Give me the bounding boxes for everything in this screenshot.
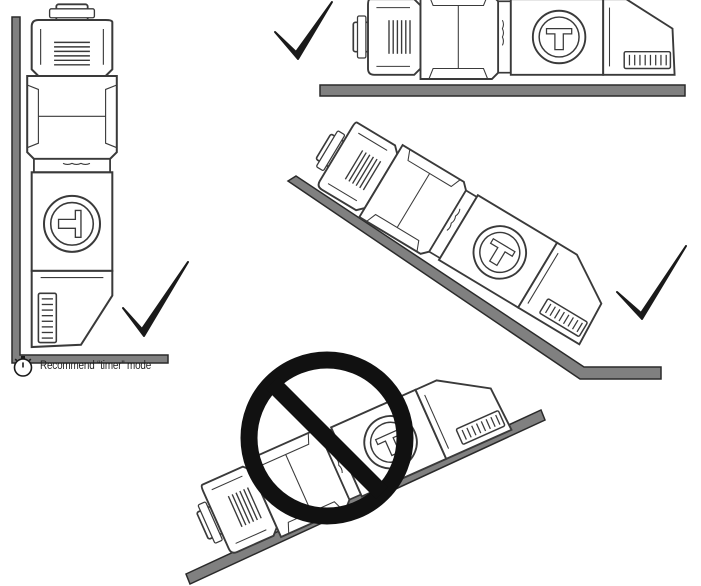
caption-text: Recommend “timer” mode (40, 360, 152, 372)
sloped-floor (286, 175, 662, 380)
pump-horizontal (352, 0, 676, 80)
pump-vertical (26, 3, 118, 349)
orientation-vertical (11, 3, 189, 364)
stopwatch-icon (13, 356, 33, 377)
orientation-horizontal (274, 0, 686, 97)
orientation-tilted-up (184, 351, 546, 586)
timer-mode-caption: Recommend “timer” mode (11, 353, 169, 379)
wall-bracket (11, 16, 169, 364)
prohibited-icon (240, 351, 414, 525)
pump-tilted-down (300, 109, 622, 349)
floor-slab (319, 84, 686, 97)
checkmark-icon (122, 261, 189, 337)
checkmark-icon (274, 1, 333, 60)
orientation-tilted-down (286, 109, 687, 380)
checkmark-icon (616, 245, 687, 320)
